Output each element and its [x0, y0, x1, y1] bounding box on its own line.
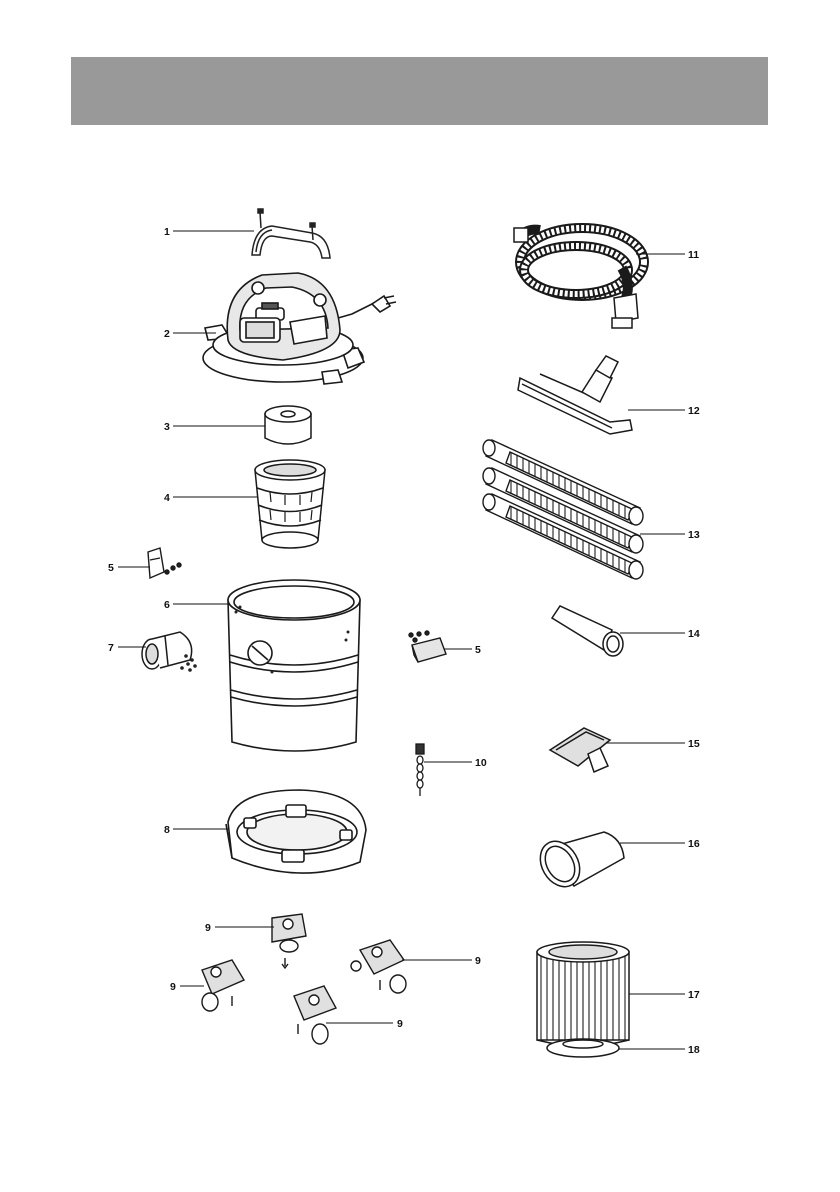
part-label-18: 18	[688, 1044, 700, 1056]
part-label-12: 12	[688, 405, 700, 417]
utility-nozzle	[550, 728, 610, 772]
cartridge-filter	[537, 942, 629, 1046]
part-label-9d: 9	[397, 1018, 403, 1030]
part-label-5b: 5	[475, 644, 481, 656]
part-label-7: 7	[108, 642, 114, 654]
part-label-1: 1	[164, 226, 170, 238]
filter-cage	[255, 460, 325, 548]
part-label-9b: 9	[170, 981, 176, 993]
power-head	[203, 273, 396, 384]
part-label-14: 14	[688, 628, 700, 640]
drain-cap-chain	[416, 744, 424, 796]
caster-right	[351, 940, 406, 993]
part-label-9a: 9	[205, 922, 211, 934]
part-label-2: 2	[164, 328, 170, 340]
part-label-3: 3	[164, 421, 170, 433]
crevice-tool	[552, 606, 623, 656]
handle	[252, 209, 330, 258]
part-label-4: 4	[164, 492, 170, 504]
part-label-10: 10	[475, 757, 487, 769]
collection-tank	[228, 580, 360, 751]
latch-clip-right	[409, 631, 446, 662]
floor-nozzle	[518, 356, 632, 434]
caster-bottom	[294, 986, 336, 1044]
part-label-13: 13	[688, 529, 700, 541]
part-label-16: 16	[688, 838, 700, 850]
part-label-8: 8	[164, 824, 170, 836]
extension-wands	[483, 440, 643, 579]
hose	[514, 228, 644, 328]
filter-sleeve	[532, 832, 624, 894]
foam-filter	[265, 406, 311, 444]
part-label-6: 6	[164, 599, 170, 611]
part-label-15: 15	[688, 738, 700, 750]
caster-top	[272, 914, 306, 968]
latch-clip-left	[148, 548, 181, 578]
part-label-9c: 9	[475, 955, 481, 967]
caster-left	[202, 960, 244, 1011]
part-label-11: 11	[688, 249, 699, 261]
part-label-17: 17	[688, 989, 700, 1001]
filter-retainer	[547, 1039, 619, 1057]
dolly-base	[226, 790, 366, 873]
inlet-adapter	[142, 632, 197, 672]
part-label-5a: 5	[108, 562, 114, 574]
